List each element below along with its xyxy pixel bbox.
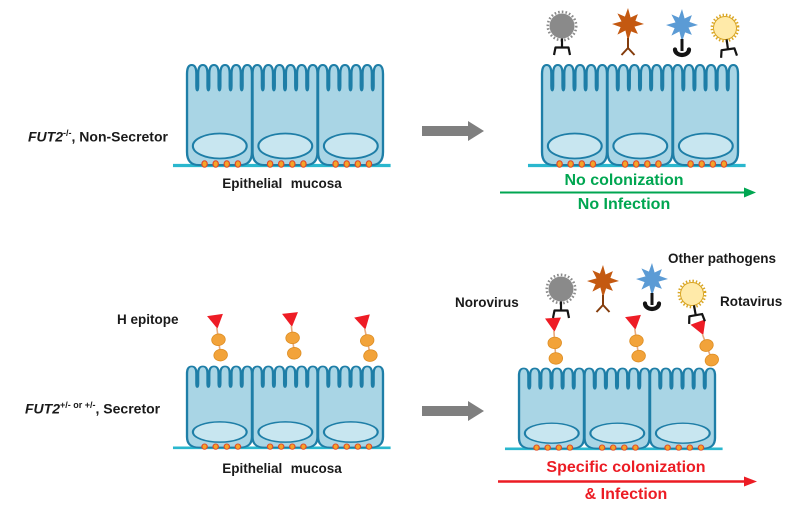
outcome-no-colonization: No colonization [564,172,684,189]
orange-pathogen-icon [612,8,644,55]
norovirus-label: Norovirus [455,295,519,310]
gene-name: FUT2 [28,128,63,145]
genotype-superscript: -/- [63,128,72,138]
outcome-no-infection: No Infection [577,196,671,213]
mucosa-label-bottom: Epithelial mucosa [222,461,342,476]
genotype-suffix: , Non-Secretor [71,128,168,145]
no-colonization-arrow [500,187,756,198]
norovirus-icon [546,10,578,57]
genotype-label-secretor: FUT2+/- or +/-, Secretor [25,400,160,417]
outcome-infection: & Infection [584,486,668,503]
rotavirus-icon [708,11,744,60]
epithelium-top-left [173,65,391,167]
h-epitope-icon [353,313,381,364]
epithelium-top-right [528,65,746,167]
epithelium-bottom-right [505,368,723,450]
genotype-label-nonsecretor: FUT2-/-, Non-Secretor [28,128,168,145]
h-epitope-icon [624,314,649,364]
orange-pathogen-icon [587,265,619,312]
h-epitope-icon [281,311,304,361]
h-epitope-icon [544,316,566,366]
outcome-specific-colonization: Specific colonization [546,459,706,476]
mucosa-label-top: Epithelial mucosa [222,176,342,191]
rotavirus-icon [675,277,712,327]
blue-pathogen-icon [666,9,698,55]
epithelium-bottom-left [173,366,391,449]
h-epitope-label: H epitope [117,312,179,327]
transition-arrow-top [422,121,484,141]
rotavirus-label: Rotavirus [720,294,783,309]
genotype-suffix: , Secretor [95,400,161,417]
specific-colonization-arrow [498,476,757,487]
blue-pathogen-icon [636,263,668,309]
h-epitope-icon [206,313,231,363]
other-pathogens-label: Other pathogens [668,251,777,266]
transition-arrow-bottom [422,401,484,421]
h-epitope-icon [689,318,723,370]
genotype-superscript: +/- or +/- [60,400,96,410]
gene-name: FUT2 [25,400,60,417]
norovirus-icon [545,273,577,320]
